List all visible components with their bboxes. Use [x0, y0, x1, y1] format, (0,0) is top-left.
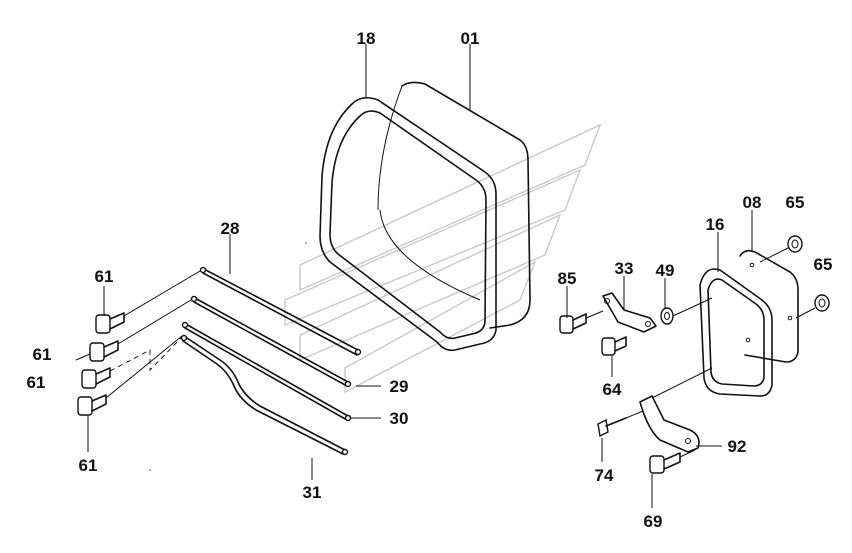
bolt-61-b — [89, 299, 192, 362]
side-window-part-08 — [739, 249, 799, 363]
washer-part-49 — [660, 297, 713, 325]
callout-leader-lines — [75, 44, 753, 508]
callout-29: 29 — [390, 377, 409, 396]
scan-specks — [149, 242, 307, 471]
bolt-61-d — [77, 335, 183, 416]
callout-61-top: 61 — [95, 267, 114, 286]
callout-18: 18 — [357, 29, 376, 48]
callout-65-top: 65 — [786, 193, 805, 212]
callout-74: 74 — [595, 466, 614, 485]
callout-28: 28 — [221, 219, 240, 238]
screw-74 — [597, 410, 644, 438]
callout-64: 64 — [603, 380, 622, 399]
seal-part-16 — [699, 268, 773, 397]
callout-labels: 18 01 28 61 61 61 61 29 30 31 85 33 49 6… — [27, 29, 833, 531]
rod-part-28 — [199, 266, 362, 356]
bolt-69 — [649, 449, 696, 474]
callout-01: 01 — [461, 29, 480, 48]
nut-65-a — [759, 235, 803, 263]
latch-bracket-part-92 — [639, 367, 713, 453]
callout-08: 08 — [743, 193, 762, 212]
callout-85: 85 — [558, 269, 577, 288]
bolt-85 — [559, 310, 604, 334]
bracket-part-33 — [602, 292, 657, 333]
weatherstrip-part-18 — [319, 96, 497, 352]
callout-61-bottom: 61 — [79, 456, 98, 475]
bolt-61-c — [81, 336, 183, 389]
nut-65-b — [795, 294, 830, 319]
callout-49: 49 — [656, 261, 675, 280]
window-glass-part-01 — [377, 81, 531, 329]
callout-69: 69 — [644, 512, 663, 531]
callout-65-right: 65 — [814, 255, 833, 274]
rod-part-29 — [190, 295, 352, 388]
bolt-61-a — [95, 270, 201, 334]
callout-61-third: 61 — [27, 373, 46, 392]
callout-92: 92 — [728, 437, 747, 456]
callout-16: 16 — [706, 215, 725, 234]
rod-part-31 — [180, 334, 349, 456]
callout-30: 30 — [390, 409, 409, 428]
rod-part-30 — [181, 321, 352, 422]
bolt-64 — [601, 336, 627, 356]
callout-31: 31 — [303, 483, 322, 502]
watermark-logo — [284, 123, 602, 394]
callout-33: 33 — [615, 259, 634, 278]
callout-61-second: 61 — [33, 345, 52, 364]
